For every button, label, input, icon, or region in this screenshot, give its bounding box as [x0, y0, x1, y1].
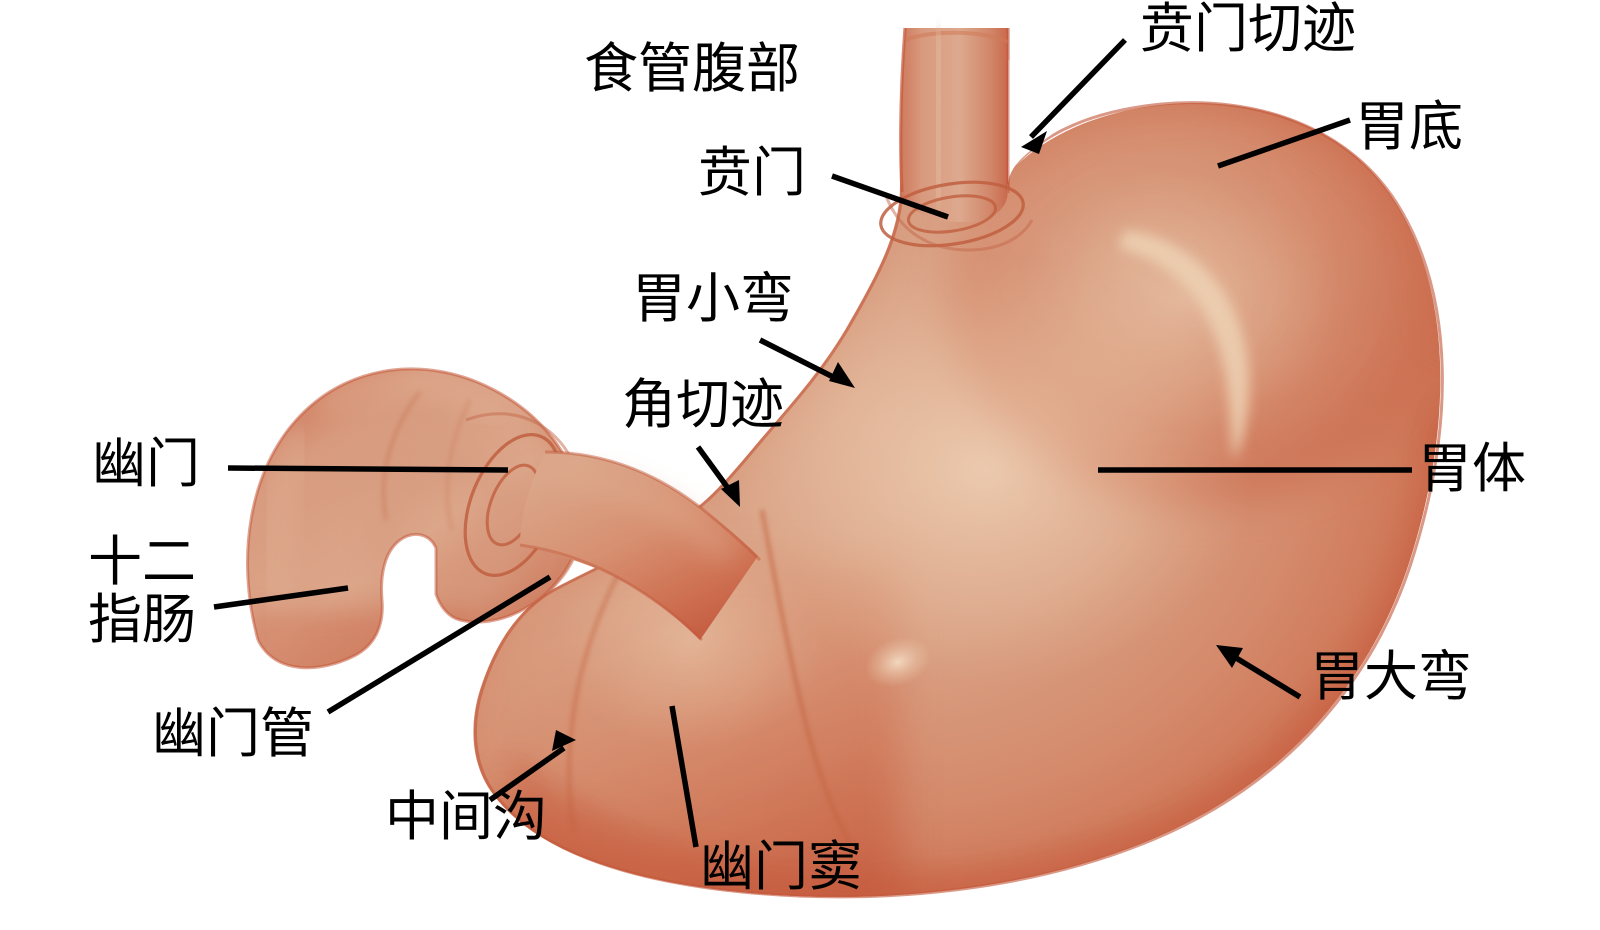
- leader-intermediate-sulcus: [488, 730, 576, 803]
- label-intermediate-sulcus: 中间沟: [385, 787, 547, 847]
- label-cardiac-notch: 贲门切迹: [1140, 0, 1356, 59]
- fold-line-pyloric: [567, 539, 640, 833]
- leader-pyloric-antrum: [669, 705, 699, 848]
- label-pylorus: 幽门: [92, 434, 200, 494]
- pyloric-canal-bottom-edge: [519, 543, 704, 642]
- fold-line-antrum: [760, 509, 858, 853]
- esophagus-outline: [899, 27, 907, 193]
- leader-pylorus: [227, 465, 509, 473]
- cardia-ridge: [884, 195, 1034, 252]
- specular-crescent: [1118, 230, 1250, 460]
- label-angular-incisure: 角切迹: [622, 375, 784, 435]
- duodenum-highlight-top: [315, 368, 513, 427]
- leader-duodenum: [213, 585, 349, 610]
- label-pyloric-antrum: 幽门窦: [700, 837, 862, 897]
- leader-greater-curvature: [1216, 645, 1302, 700]
- stomach-outline-stroke: [474, 101, 1444, 899]
- label-body: 胃体: [1418, 439, 1526, 499]
- fundus-highlight: [1020, 170, 1340, 430]
- leader-angular-incisure: [695, 445, 740, 507]
- esophagus-top-rim: [904, 30, 1009, 44]
- leader-cardia: [831, 173, 949, 220]
- leader-fundus: [1217, 117, 1351, 169]
- pyloric-canal-highlight: [557, 465, 735, 561]
- duodenum-inner-shading: [343, 433, 525, 616]
- antrum-highlight: [555, 530, 825, 750]
- label-duodenum: 十二 指肠: [88, 532, 196, 651]
- label-fundus: 胃底: [1355, 97, 1463, 157]
- label-pyloric-canal: 幽门管: [152, 704, 314, 764]
- leader-pyloric-canal: [326, 574, 552, 715]
- duodenum-outline-stroke: [246, 367, 584, 670]
- leader-cardiac-notch: [1021, 38, 1127, 154]
- duodenum-crease-1: [382, 391, 422, 521]
- cardia-orifice: [879, 180, 1025, 248]
- esophagus-highlight: [926, 29, 951, 207]
- duodenum-highlight-left: [255, 428, 316, 650]
- antrum-specular-dot: [865, 636, 931, 688]
- label-esophagus-abdominal: 食管腹部: [584, 39, 800, 99]
- label-greater-curvature: 胃大弯: [1310, 647, 1472, 707]
- pyloric-canal-top-edge: [544, 450, 762, 562]
- label-cardia: 贲门: [698, 143, 806, 203]
- leader-lines: [213, 38, 1412, 848]
- label-lesser-curvature: 胃小弯: [632, 269, 794, 329]
- leader-lesser-curvature: [758, 337, 855, 388]
- pyloric-canal: [520, 452, 758, 640]
